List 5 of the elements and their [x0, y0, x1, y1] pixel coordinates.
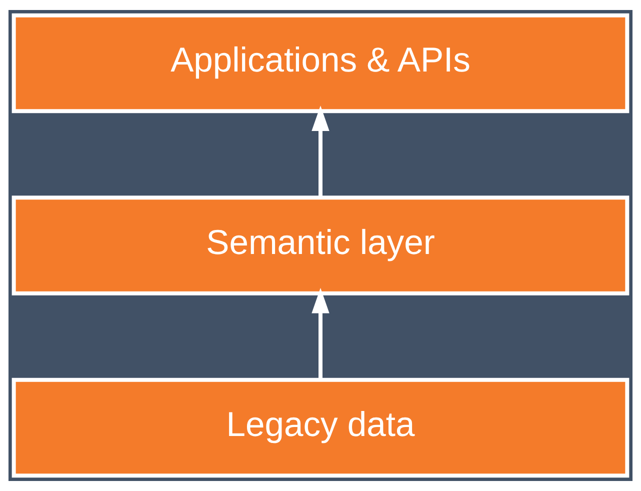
- arrow: [312, 106, 330, 198]
- arrow: [312, 288, 330, 380]
- node-box: Legacy data: [12, 378, 630, 478]
- node-box: Applications & APIs: [12, 13, 630, 114]
- node-box: Semantic layer: [12, 196, 630, 296]
